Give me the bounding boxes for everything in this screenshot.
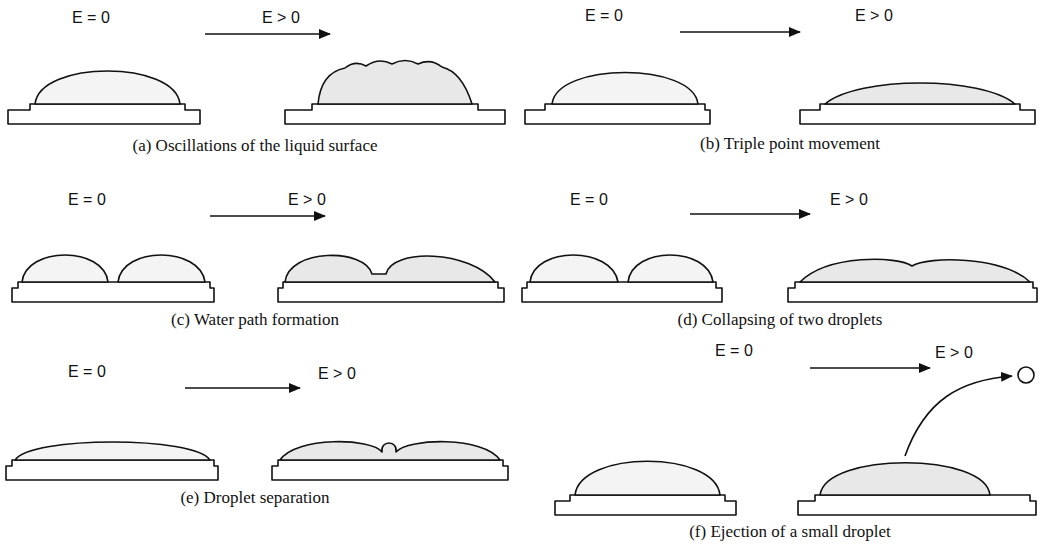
field-label: E = 0 bbox=[72, 8, 110, 27]
field-label: E > 0 bbox=[262, 8, 300, 27]
transition-arrow bbox=[690, 213, 810, 215]
droplet bbox=[15, 71, 720, 495]
field-label: E = 0 bbox=[585, 6, 623, 25]
transition-arrow bbox=[210, 215, 325, 217]
transition-arrow bbox=[680, 31, 800, 33]
field-label: E = 0 bbox=[570, 190, 608, 209]
panel-caption: (f) Ejection of a small droplet bbox=[689, 522, 891, 542]
transition-arrow bbox=[205, 33, 330, 35]
field-label: E = 0 bbox=[68, 190, 106, 209]
field-label: E > 0 bbox=[935, 343, 973, 362]
ejection-arrow bbox=[905, 376, 1012, 456]
field-label: E > 0 bbox=[855, 6, 893, 25]
panel-caption: (b) Triple point movement bbox=[700, 134, 880, 154]
field-label: E = 0 bbox=[715, 341, 753, 360]
panel-caption: (c) Water path formation bbox=[171, 310, 339, 330]
ejected-droplet bbox=[1018, 367, 1034, 383]
transition-arrow bbox=[810, 367, 930, 369]
field-label: E > 0 bbox=[830, 190, 868, 209]
panel-caption: (a) Oscillations of the liquid surface bbox=[132, 136, 377, 156]
transition-arrow bbox=[185, 387, 300, 389]
panel-caption: (e) Droplet separation bbox=[180, 488, 329, 508]
field-label: E = 0 bbox=[68, 362, 106, 381]
panel-caption: (d) Collapsing of two droplets bbox=[678, 310, 883, 330]
droplet bbox=[280, 61, 1030, 496]
field-label: E > 0 bbox=[288, 190, 326, 209]
field-label: E > 0 bbox=[318, 364, 356, 383]
substrate bbox=[6, 104, 1037, 515]
